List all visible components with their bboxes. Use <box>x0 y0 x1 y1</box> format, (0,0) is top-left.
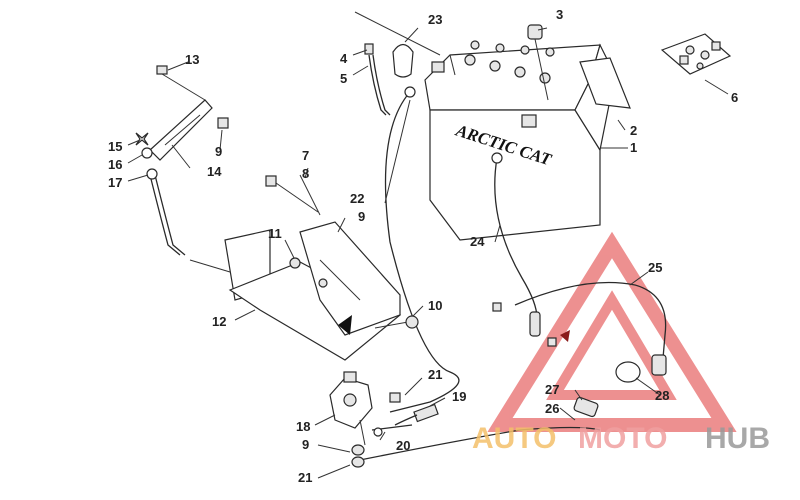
callout-20: 20 <box>396 438 410 453</box>
callout-9-b: 9 <box>358 209 365 224</box>
callout-23: 23 <box>428 12 442 27</box>
terminal-hardware-kit <box>660 33 732 75</box>
terminal-boot <box>392 43 414 78</box>
callout-10: 10 <box>428 298 442 313</box>
wire-connector <box>394 403 439 426</box>
vent-tube <box>364 43 391 116</box>
callout-9-a: 9 <box>215 144 222 159</box>
hold-down-bracket <box>149 99 213 161</box>
watermark-moto: MOTO <box>578 422 667 455</box>
watermark-hub: HUB <box>705 422 770 455</box>
callout-22: 22 <box>350 191 364 206</box>
callout-28: 28 <box>655 388 669 403</box>
callout-25: 25 <box>648 260 662 275</box>
hold-down-rod <box>149 174 181 256</box>
callout-3: 3 <box>556 7 563 22</box>
callout-13: 13 <box>185 52 199 67</box>
callout-26: 26 <box>545 401 559 416</box>
terminal-lead <box>371 424 413 437</box>
wing-nut <box>135 132 149 146</box>
battery-ground-cable <box>494 157 538 319</box>
washer <box>141 147 153 159</box>
callout-5: 5 <box>340 71 347 86</box>
callout-17: 17 <box>108 175 122 190</box>
callout-19: 19 <box>452 389 466 404</box>
callout-14: 14 <box>207 164 222 179</box>
watermark-auto: AUTO <box>472 422 556 455</box>
terminal-nut <box>351 456 365 468</box>
callout-1: 1 <box>630 140 637 155</box>
callout-16: 16 <box>108 157 122 172</box>
callout-18: 18 <box>296 419 310 434</box>
vent-cap-fitting <box>527 24 549 101</box>
positive-cable <box>384 91 460 413</box>
callout-21-a: 21 <box>428 367 442 382</box>
callout-4: 4 <box>340 51 348 66</box>
battery: ARCTIC CAT <box>424 40 616 241</box>
leader-lines <box>127 11 729 479</box>
watermark-text: AUTO MOTO HUB <box>472 422 770 455</box>
watermark-logo <box>487 231 737 432</box>
connector-boot <box>573 396 599 418</box>
callout-12: 12 <box>212 314 226 329</box>
callout-labels: 1 2 3 4 5 6 7 8 9 9 9 10 11 12 13 14 15 … <box>108 7 738 485</box>
battery-pad <box>579 57 631 109</box>
bracket-bolt <box>156 65 206 101</box>
harness-cable-26 <box>359 426 601 461</box>
callout-15: 15 <box>108 139 122 154</box>
tray-bolt <box>374 315 419 329</box>
cable-clamp <box>615 361 641 383</box>
callout-11: 11 <box>268 226 282 241</box>
callout-9-c: 9 <box>302 437 309 452</box>
callout-21-b: 21 <box>298 470 312 485</box>
callout-6: 6 <box>731 90 738 105</box>
callout-2: 2 <box>630 123 637 138</box>
starter-solenoid <box>329 371 373 446</box>
nut <box>217 117 229 129</box>
harness-cable-25 <box>514 281 667 371</box>
terminal-nut <box>351 444 365 456</box>
callout-24: 24 <box>470 234 485 249</box>
mounting-bolt <box>265 175 319 213</box>
callout-27: 27 <box>545 382 559 397</box>
pin <box>299 174 321 216</box>
terminal-nut <box>389 392 401 403</box>
callout-8: 8 <box>302 166 309 181</box>
callout-7: 7 <box>302 148 309 163</box>
battery-tray <box>224 221 402 361</box>
